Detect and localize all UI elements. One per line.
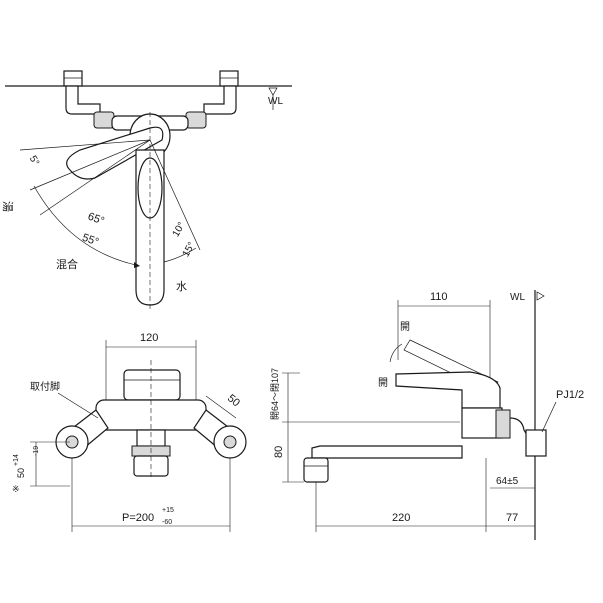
left-body-nut [93, 111, 115, 129]
dim-label-64: 64±5 [496, 476, 519, 487]
leader-mount [57, 392, 99, 419]
angle-label-5: 5° [27, 154, 41, 168]
dim-pitch-tol-upper: +15 [162, 507, 174, 514]
label-open-1: 開 [400, 321, 410, 333]
open-arrow-arc [389, 343, 403, 363]
dim-label-120: 120 [140, 332, 158, 344]
dim-vert-main: 50 [16, 468, 26, 478]
dim-label-side-vertical: 開64～閉107 [270, 368, 280, 420]
dim-label-220: 220 [392, 512, 410, 524]
side-elbow-pipe [509, 417, 531, 450]
side-body [461, 407, 503, 439]
right-mount-hole [223, 435, 237, 449]
label-mix: 混合 [56, 257, 78, 271]
angle-arc-right [163, 247, 197, 263]
lever-closed [395, 371, 501, 409]
dim-vert-tol-upper: +14 [13, 454, 20, 466]
angle-label-10: 10° [171, 220, 188, 239]
wl-label-side: WL [510, 292, 525, 303]
right-body-nut [185, 111, 207, 129]
dim-label-77: 77 [506, 512, 518, 524]
label-cold: 水 [176, 280, 187, 293]
dim-label-80: 80 [273, 446, 285, 458]
dim-pitch-main: P=200 [122, 512, 154, 524]
label-pj: PJ1/2 [556, 389, 584, 401]
top-view: WL 5° 65° 55° 10° 15° 湯 混合 [1, 70, 292, 310]
label-open-2: 開 [378, 377, 388, 389]
angle-label-65: 65° [86, 211, 106, 228]
lever-handle-rotated [66, 126, 164, 180]
label-hot: 湯 [1, 201, 14, 212]
wl-marker-top [268, 87, 278, 96]
side-aerator [303, 457, 329, 483]
angle-label-15: 15° [181, 240, 198, 259]
side-view: WL 110 開 開 開64～閉107 80 220 [270, 290, 584, 540]
dim-label-110: 110 [430, 291, 448, 303]
right-connector-nut [219, 70, 239, 87]
angle-line-65 [29, 139, 151, 191]
side-spout [311, 445, 463, 459]
dim-line-50-angle [205, 395, 237, 419]
dim-vert-tol-lower: -19 [33, 446, 40, 456]
arc-arrow [134, 262, 140, 268]
front-handle-cap [123, 369, 181, 401]
left-elbow [65, 85, 101, 115]
left-connector-nut [63, 70, 83, 87]
side-wall-nut [525, 429, 547, 457]
angle-line-15 [149, 139, 201, 251]
side-nut [495, 409, 511, 439]
front-view: 120 50 取付脚 50 +14 -19 ※ [12, 332, 247, 532]
angle-arc-main [33, 185, 137, 266]
dim-label-50: 50 [225, 392, 242, 409]
wl-label-top: WL [268, 96, 283, 107]
leader-pj [541, 401, 557, 433]
dim-vert-star: ※ [12, 484, 20, 494]
angle-line-5 [19, 139, 151, 151]
angle-label-55: 55° [80, 232, 100, 249]
right-elbow [203, 85, 237, 115]
angle-line-55 [39, 139, 151, 216]
label-mount-foot: 取付脚 [30, 380, 60, 393]
wl-marker-side [536, 291, 545, 301]
dim-pitch-tol-lower: -60 [162, 519, 172, 526]
